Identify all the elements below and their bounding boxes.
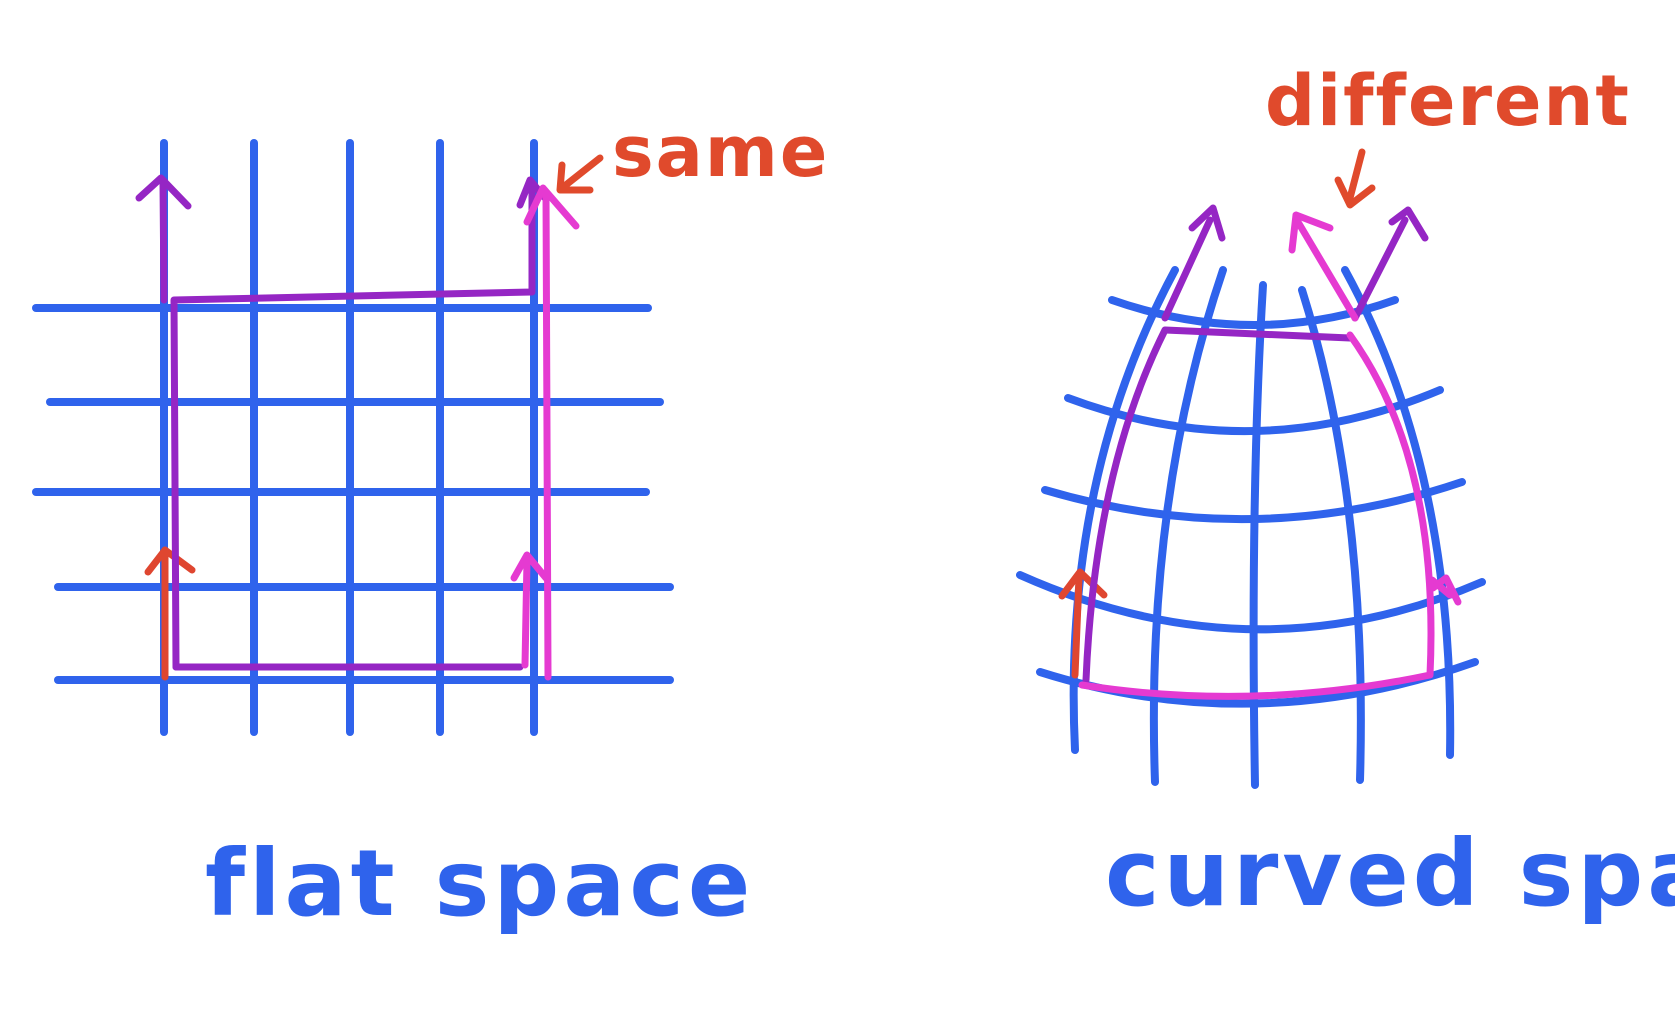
curved-grid-v-line-3 [1249, 281, 1267, 789]
flat-space-caption: flat space [205, 830, 754, 937]
curved-space-caption: curved space [1105, 820, 1675, 927]
same-annotation-arrow [556, 154, 604, 194]
different-annotation-arrow [1334, 148, 1376, 209]
flat-purple-transport-path [135, 174, 549, 671]
same-annotation-label: same [612, 111, 829, 193]
flat-space-panel: same flat space [32, 111, 829, 937]
curved-purple-transport-path [1082, 204, 1429, 684]
curved-grid-v-line-4 [1298, 286, 1365, 784]
curved-pink-transport-path [1078, 211, 1462, 700]
curved-space-grid [1016, 266, 1486, 789]
flat-initial-vector-arrow [144, 546, 196, 681]
flat-space-grid [32, 139, 674, 736]
flat-pink-transport-path [510, 184, 580, 681]
different-annotation-label: different [1265, 60, 1631, 142]
curved-space-panel: different curved space [1016, 60, 1675, 927]
curved-grid-v-line-5 [1341, 266, 1455, 759]
